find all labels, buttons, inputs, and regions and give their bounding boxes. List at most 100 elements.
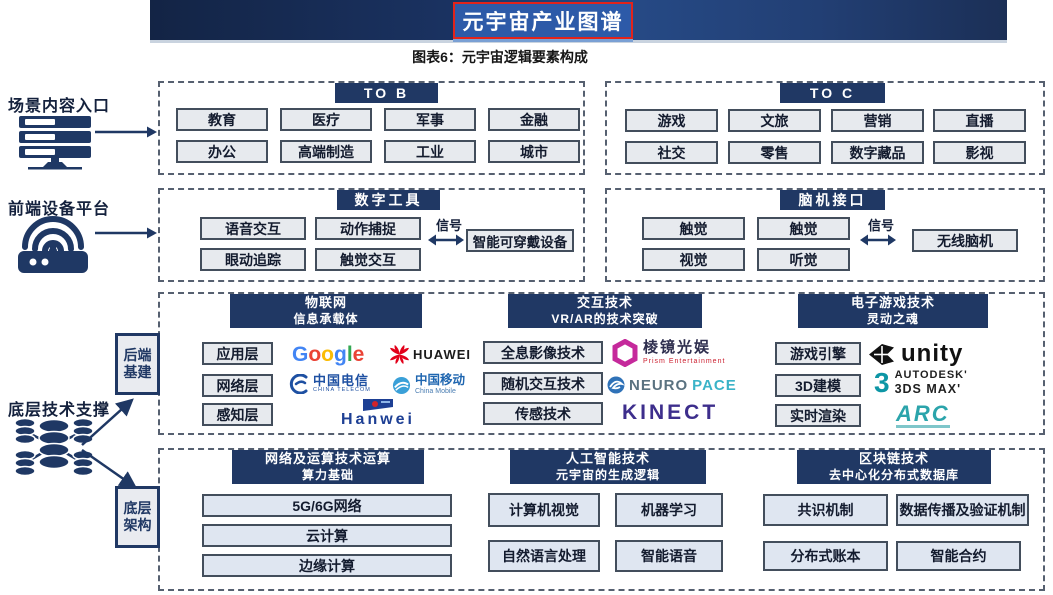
- hanwei-logo: Hanwei: [332, 399, 424, 428]
- network-item: 边缘计算: [202, 554, 452, 577]
- digital-signal-label: 信号: [436, 218, 463, 233]
- iot-header: 物联网 信息承载体: [230, 294, 422, 328]
- bci-item: 听觉: [757, 248, 850, 271]
- blockchain-item: 智能合约: [896, 541, 1021, 571]
- kinect-logo: KINECT: [622, 401, 719, 424]
- scene-arrow: [95, 126, 157, 138]
- ai-header: 人工智能技术 元宇宙的生成逻辑: [510, 450, 706, 484]
- backend-infra-line2: 基建: [123, 364, 152, 380]
- toc-item: 数字藏品: [831, 141, 924, 164]
- ai-item: 机器学习: [615, 493, 723, 527]
- iot-subtitle: 信息承载体: [293, 311, 359, 326]
- unity-cube-icon: [869, 343, 894, 365]
- tob-item: 城市: [488, 140, 580, 163]
- iot-layer: 网络层: [202, 374, 273, 397]
- blockchain-subtitle: 去中心化分布式数据库: [828, 467, 959, 482]
- google-logo: G o o g l e: [292, 343, 365, 366]
- server-icon: [19, 116, 91, 170]
- game-item: 3D建模: [775, 374, 861, 397]
- arc-logo: ARC: [896, 402, 950, 429]
- toc-item: 直播: [933, 109, 1026, 132]
- tob-item: 高端制造: [280, 140, 372, 163]
- network-header: 网络及运算技术运算 算力基础: [232, 450, 424, 484]
- ai-item: 自然语言处理: [488, 540, 600, 572]
- network-item: 5G/6G网络: [202, 494, 452, 517]
- backend-infra-line1: 后端: [123, 346, 152, 363]
- iot-layer: 感知层: [202, 403, 273, 426]
- blockchain-item: 共识机制: [763, 494, 888, 526]
- banner: 元宇宙产业图谱: [150, 0, 1007, 43]
- wireless-bci-box: 无线脑机: [912, 229, 1018, 252]
- bci-signal-arrow: [860, 234, 896, 246]
- prism-hexagon-icon: [612, 339, 638, 367]
- toc-item: 影视: [933, 141, 1026, 164]
- bci-item: 触觉: [757, 217, 850, 240]
- tob-item: 办公: [176, 140, 268, 163]
- ai-item: 计算机视觉: [488, 493, 600, 527]
- game-item: 实时渲染: [775, 404, 861, 427]
- prism-entertainment-logo: 棱镜光娱 Prism Entertainment: [612, 339, 725, 367]
- device-arrow: [95, 227, 157, 239]
- interaction-item: 随机交互技术: [483, 372, 603, 395]
- toc-header: TO C: [780, 83, 885, 103]
- bci-item: 触觉: [642, 217, 745, 240]
- bci-section: [605, 188, 1045, 282]
- blockchain-item: 数据传播及验证机制: [896, 494, 1029, 526]
- tob-item: 医疗: [280, 108, 372, 131]
- tob-item: 金融: [488, 108, 580, 131]
- game-tech-header: 电子游戏技术 灵动之魂: [798, 294, 988, 328]
- huawei-flower-icon: [390, 345, 409, 364]
- huawei-logo: HUAWEI: [390, 345, 471, 364]
- tob-item: 军事: [384, 108, 476, 131]
- database-cluster-icon: [14, 417, 94, 477]
- digital-item: 语音交互: [200, 217, 306, 240]
- digital-tools-header: 数字工具: [337, 190, 440, 210]
- network-item: 云计算: [202, 524, 452, 547]
- toc-item: 零售: [728, 141, 821, 164]
- ai-subtitle: 元宇宙的生成逻辑: [555, 467, 660, 482]
- interaction-item: 传感技术: [483, 402, 603, 425]
- blockchain-title: 区块链技术: [858, 450, 929, 466]
- interaction-subtitle: VR/AR的技术突破: [551, 311, 659, 326]
- game-tech-title: 电子游戏技术: [850, 294, 935, 310]
- digital-item: 眼动追踪: [200, 248, 306, 271]
- china-mobile-logo: 中国移动 China Mobile: [392, 374, 465, 396]
- base-arch-line2: 架构: [123, 517, 152, 533]
- toc-section: [605, 81, 1045, 175]
- page-title: 元宇宙产业图谱: [453, 2, 633, 39]
- network-subtitle: 算力基础: [301, 467, 354, 482]
- blockchain-item: 分布式账本: [763, 541, 888, 571]
- toc-item: 社交: [625, 141, 718, 164]
- router-wifi-icon: [18, 216, 88, 273]
- autodesk-3dsmax-logo: 3 AUTODESK' 3DS MAX': [874, 367, 968, 398]
- backend-infra-box: 后端 基建: [115, 333, 160, 395]
- interaction-title: 交互技术: [576, 294, 633, 310]
- bci-item: 视觉: [642, 248, 745, 271]
- game-item: 游戏引擎: [775, 342, 861, 365]
- network-title: 网络及运算技术运算: [264, 450, 391, 466]
- base-tech-arrows: [81, 398, 138, 489]
- neuropace-icon: [607, 376, 625, 394]
- china-telecom-logo: 中国电信 CHINA TELECOM: [289, 374, 371, 395]
- ai-item: 智能语音: [615, 540, 723, 572]
- game-tech-subtitle: 灵动之魂: [866, 311, 919, 326]
- tob-item: 教育: [176, 108, 268, 131]
- wearable-device-box: 智能可穿戴设备: [466, 229, 574, 252]
- bci-signal-label: 信号: [868, 218, 895, 233]
- iot-title: 物联网: [304, 294, 347, 310]
- toc-item: 文旅: [728, 109, 821, 132]
- digital-tools-section: [158, 188, 585, 282]
- scene-entry-label: 场景内容入口: [8, 98, 111, 115]
- tob-section: [158, 81, 585, 175]
- unity-logo: unity: [868, 340, 963, 368]
- figure-caption: 图表6：元宇宙逻辑要素构成: [412, 49, 588, 65]
- base-arch-line1: 底层: [123, 499, 152, 516]
- tob-item: 工业: [384, 140, 476, 163]
- tob-header: TO B: [335, 83, 438, 103]
- digital-item: 动作捕捉: [315, 217, 421, 240]
- china-mobile-icon: [392, 376, 411, 394]
- interaction-item: 全息影像技术: [483, 341, 603, 364]
- iot-layer: 应用层: [202, 342, 273, 365]
